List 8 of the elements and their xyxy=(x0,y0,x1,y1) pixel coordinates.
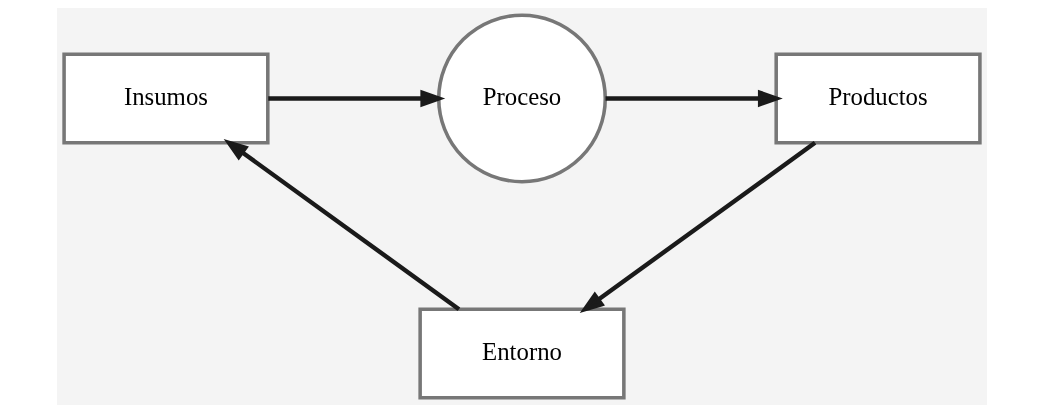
node-box: Productos xyxy=(774,52,982,145)
arrow xyxy=(268,89,446,108)
node-box: Insumos xyxy=(62,52,270,145)
arrow xyxy=(223,138,461,311)
arrow xyxy=(605,89,783,108)
node-circle: Proceso xyxy=(436,13,608,184)
node-box: Entorno xyxy=(418,307,626,400)
arrow xyxy=(579,141,817,314)
